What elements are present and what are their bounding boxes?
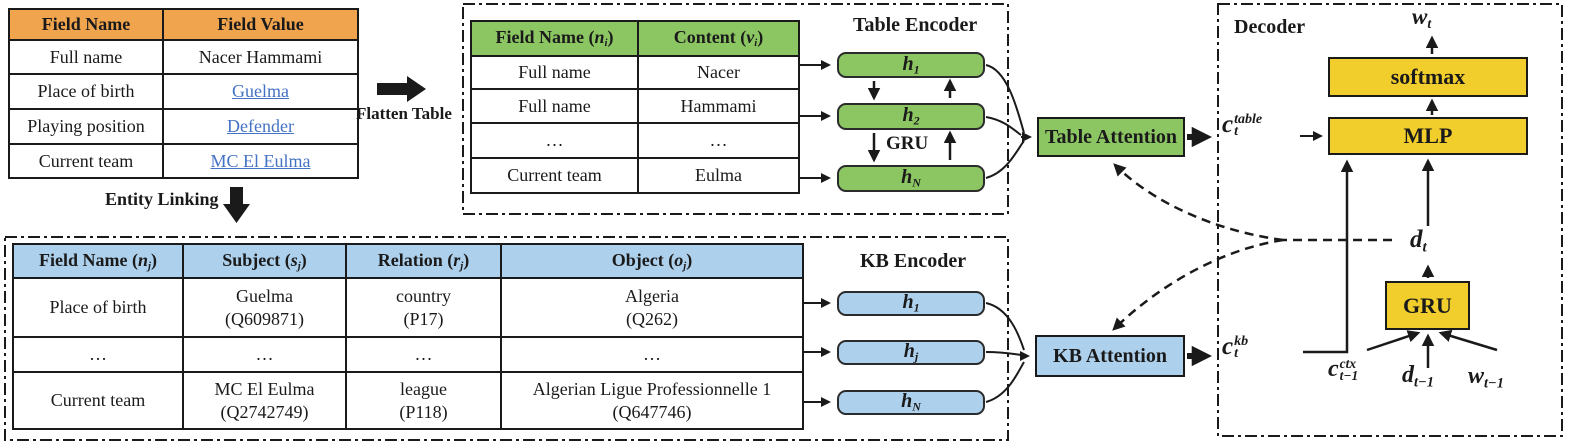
field-value-cell: Nacer Hammami — [162, 39, 359, 75]
flat-cell: Eulma — [637, 157, 800, 194]
w-prev-label: wt−1 — [1468, 363, 1504, 392]
table-encoder-h2: h2 — [837, 103, 985, 130]
source-header-field-name: Field Name — [8, 8, 164, 41]
d-prev-label: dt−1 — [1402, 362, 1434, 391]
table-encoder-border — [462, 3, 1009, 215]
kb-cell: Algerian Ligue Professionnelle 1(Q647746… — [500, 371, 804, 430]
decoder-gru-box: GRU — [1385, 281, 1470, 330]
table-row: Full name Nacer — [470, 55, 800, 90]
field-name-cell: Playing position — [8, 108, 164, 145]
kb-header-field-name: Field Name (nj) — [12, 243, 184, 279]
kb-cell: country(P17) — [345, 277, 502, 338]
table-row: Place of birth Guelma(Q609871) country(P… — [12, 277, 804, 338]
table-row: Place of birth Guelma — [8, 73, 359, 110]
entity-link-defender[interactable]: Defender — [227, 116, 294, 137]
flat-header-field-name: Field Name (ni) — [470, 20, 639, 57]
kb-table: Field Name (nj) Subject (sj) Relation (r… — [12, 243, 804, 430]
kb-header-subject: Subject (sj) — [182, 243, 347, 279]
table-row: Playing position Defender — [8, 108, 359, 145]
flattened-table: Field Name (ni) Content (vi) Full name N… — [470, 20, 800, 194]
kb-encoder-hN: hN — [837, 390, 985, 415]
flat-cell: … — [470, 122, 639, 159]
field-name-cell: Current team — [8, 143, 164, 179]
entity-link-guelma[interactable]: Guelma — [232, 81, 289, 102]
table-row: Full name Nacer Hammami — [8, 39, 359, 75]
flatten-table-arrow-icon — [377, 76, 426, 102]
table-encoder-title: Table Encoder — [853, 14, 978, 36]
table-row: … … … … — [12, 336, 804, 373]
mlp-box: MLP — [1328, 117, 1528, 155]
field-name-cell: Full name — [8, 39, 164, 75]
table-row: Current team MC El Eulma — [8, 143, 359, 179]
kb-cell: … — [182, 336, 347, 373]
kb-section-border — [4, 236, 1009, 441]
entity-link-mc-el-eulma[interactable]: MC El Eulma — [210, 150, 311, 171]
flat-cell: Full name — [470, 88, 639, 124]
entity-linking-arrow-icon — [223, 187, 250, 223]
table-row: Current team Eulma — [470, 157, 800, 194]
kb-cell: Place of birth — [12, 277, 184, 338]
kb-cell: Algeria(Q262) — [500, 277, 804, 338]
kb-cell: … — [500, 336, 804, 373]
kb-encoder-hj: hj — [837, 340, 985, 365]
decoder-border — [1217, 3, 1563, 437]
kb-encoder-h1: h1 — [837, 291, 985, 316]
flat-cell: Hammami — [637, 88, 800, 124]
kb-attention-box: KB Attention — [1035, 335, 1185, 377]
table-encoder-h1: h1 — [837, 52, 985, 78]
flat-cell: Full name — [470, 55, 639, 90]
kb-cell: Guelma(Q609871) — [182, 277, 347, 338]
table-row: … … — [470, 122, 800, 159]
flat-cell: Current team — [470, 157, 639, 194]
field-value-cell: Guelma — [162, 73, 359, 110]
table-row: Current team MC El Eulma(Q2742749) leagu… — [12, 371, 804, 430]
field-name-cell: Place of birth — [8, 73, 164, 110]
entity-linking-label: Entity Linking — [105, 189, 219, 209]
decoder-title: Decoder — [1234, 16, 1306, 38]
table-row: Full name Hammami — [470, 88, 800, 124]
softmax-box: softmax — [1328, 57, 1528, 97]
kb-header-object: Object (oj) — [500, 243, 804, 279]
source-table: Field Name Field Value Full name Nacer H… — [8, 8, 359, 179]
kb-cell: … — [12, 336, 184, 373]
field-value-cell: MC El Eulma — [162, 143, 359, 179]
field-value-cell: Defender — [162, 108, 359, 145]
wt-output-label: wt — [1412, 4, 1432, 32]
kb-cell: … — [345, 336, 502, 373]
dt-state-label: dt — [1410, 226, 1427, 256]
flat-cell: Nacer — [637, 55, 800, 90]
table-attention-box: Table Attention — [1037, 117, 1185, 157]
kb-cell: league(P118) — [345, 371, 502, 430]
kb-cell: Current team — [12, 371, 184, 430]
flat-cell: … — [637, 122, 800, 159]
flat-header-content: Content (vi) — [637, 20, 800, 57]
kb-header-relation: Relation (rj) — [345, 243, 502, 279]
source-header-field-value: Field Value — [162, 8, 359, 41]
gru-bidirectional-label: GRU — [886, 133, 929, 154]
table-encoder-hN: hN — [837, 165, 985, 192]
kb-encoder-title: KB Encoder — [860, 250, 967, 272]
flatten-table-label: Flatten Table — [356, 104, 452, 123]
kb-cell: MC El Eulma(Q2742749) — [182, 371, 347, 430]
